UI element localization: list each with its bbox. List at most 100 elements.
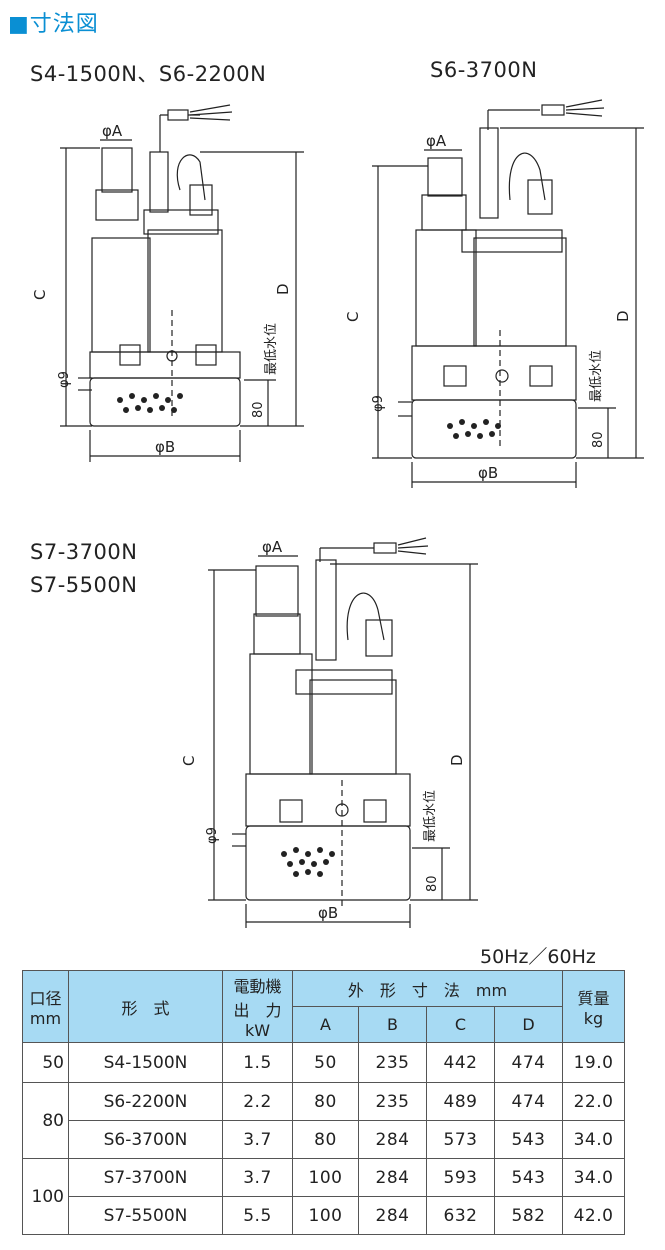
pump2-outlet-base <box>421 194 467 231</box>
cell-kw: 5.5 <box>222 1196 293 1235</box>
pump3-foot-right <box>363 799 387 823</box>
pump3-foot-left <box>279 799 303 823</box>
pump3-title-line1: S7-3700N <box>30 540 138 564</box>
cell-bore: 80 <box>22 1082 69 1159</box>
header-motor-line1: 電動機 <box>233 977 282 996</box>
pump2-base <box>411 399 577 459</box>
pump3-motor-right <box>309 679 397 775</box>
header-motor-unit: kW <box>244 1021 271 1040</box>
pump2-strainer-hole <box>495 423 501 429</box>
cell-kg: 34.0 <box>562 1158 625 1197</box>
pump1-strainer-hole <box>177 393 183 399</box>
pump3-top-flange <box>295 669 393 695</box>
pump2-cable <box>508 152 546 201</box>
pump3-strainer-hole <box>323 859 329 865</box>
pump3-label-phi-9: φ9 <box>205 827 220 844</box>
table-row: S6-3700N 3.7 80 284 573 543 34.0 <box>23 1120 625 1159</box>
pump2-cable-end <box>541 104 565 116</box>
pump1-drawing: φA C D φB φ9 80 最低水位 <box>31 104 304 462</box>
pump1-label-phi-9: φ9 <box>57 371 72 388</box>
pump1-motor-left <box>91 237 151 353</box>
pump3-label-80: 80 <box>425 875 440 892</box>
pump3-outlet-base <box>253 613 301 655</box>
pump1-label-phi-b: φB <box>155 438 175 456</box>
section-heading: ■寸法図 <box>8 6 99 38</box>
cell-kw: 1.5 <box>222 1042 293 1083</box>
cell-kw: 3.7 <box>222 1158 293 1197</box>
pump2-title: S6-3700N <box>430 58 538 82</box>
pump1-cable-end <box>167 109 189 121</box>
pump3-outlet-pipe <box>255 565 299 617</box>
pump1-strainer-hole <box>159 405 165 411</box>
pump2-label-phi-a: φA <box>426 132 447 150</box>
cell-kg: 19.0 <box>562 1042 625 1083</box>
pump2-strainer-hole <box>477 433 483 439</box>
pump1-label-min-water: 最低水位 <box>264 323 279 375</box>
pump2-label-min-water: 最低水位 <box>589 350 604 402</box>
pump3-strainer-hole <box>293 847 299 853</box>
cell-b: 284 <box>358 1196 427 1235</box>
cell-model: S6-2200N <box>68 1082 223 1121</box>
pump3-cable-gland <box>365 619 393 657</box>
cell-bore: 100 <box>22 1158 69 1235</box>
pump2-top-flange <box>461 229 563 253</box>
pump3-drawing: φA C D φB φ9 80 最低水位 <box>180 537 478 928</box>
header-mass-unit: kg <box>583 1009 604 1028</box>
header-motor: 電動機 出 力 kW <box>222 970 293 1043</box>
pump3-wires <box>397 537 429 555</box>
cell-d: 543 <box>494 1120 563 1159</box>
pump2-handle <box>479 127 499 219</box>
pump3-strainer-hole <box>281 851 287 857</box>
table-row: S7-5500N 5.5 100 284 632 582 42.0 <box>23 1196 625 1235</box>
pump1-handle <box>149 151 169 213</box>
pump3-label-phi-b: φB <box>318 904 338 922</box>
section-heading-text: 寸法図 <box>29 12 99 37</box>
cell-model: S4-1500N <box>68 1042 223 1083</box>
cell-kw: 3.7 <box>222 1120 293 1159</box>
pump2-foot-right <box>529 365 553 387</box>
pump3-cable-end <box>373 542 397 554</box>
cell-model: S6-3700N <box>68 1120 223 1159</box>
pump1-strainer-hole <box>165 397 171 403</box>
pump2-label-phi-b: φB <box>478 464 498 482</box>
pump2-strainer-hole <box>447 423 453 429</box>
pump2-wires <box>565 99 605 117</box>
cell-kg: 34.0 <box>562 1120 625 1159</box>
square-bullet-icon: ■ <box>8 12 30 37</box>
cell-kg: 42.0 <box>562 1196 625 1235</box>
pump1-wires <box>189 104 233 121</box>
header-dimensions: 外 形 寸 法 mm <box>292 970 563 1007</box>
cell-c: 632 <box>426 1196 495 1235</box>
pump2-outlet-pipe <box>427 157 463 197</box>
pump2-strainer-hole <box>483 419 489 425</box>
pump1-strainer-hole <box>147 407 153 413</box>
pump2-motor-right <box>473 237 567 347</box>
cell-b: 235 <box>358 1082 427 1121</box>
pump2-label-80: 80 <box>591 431 606 448</box>
cell-c: 593 <box>426 1158 495 1197</box>
cell-d: 474 <box>494 1042 563 1083</box>
header-mass-label: 質量 <box>577 989 610 1008</box>
pump2-drawing: φA C D φB φ9 80 最低水位 <box>344 99 644 488</box>
pump3-strainer-hole <box>299 859 305 865</box>
pump2-label-phi-9: φ9 <box>371 395 386 412</box>
header-motor-line2: 出 力 <box>233 1001 282 1020</box>
pump2-strainer-hole <box>489 431 495 437</box>
pump3-label-min-water: 最低水位 <box>423 790 438 842</box>
cell-model: S7-5500N <box>68 1196 223 1235</box>
pump1-strainer-hole <box>171 407 177 413</box>
pump3-label-c: C <box>180 756 198 766</box>
pump1-title: S4-1500N、S6-2200N <box>30 62 267 86</box>
pump3-handle <box>315 559 337 661</box>
pump1-strainer-hole <box>129 393 135 399</box>
header-bore-label: 口径 <box>29 989 62 1008</box>
header-bore-unit: mm <box>29 1009 62 1028</box>
pump3-strainer-hole <box>305 851 311 857</box>
pump1-stand <box>89 351 241 379</box>
pump1-foot-left <box>119 344 141 366</box>
pump3-strainer-hole <box>305 869 311 875</box>
cell-model: S7-3700N <box>68 1158 223 1197</box>
pump2-foot-left <box>443 365 467 387</box>
pump1-label-d: D <box>274 283 292 295</box>
cell-d: 474 <box>494 1082 563 1121</box>
